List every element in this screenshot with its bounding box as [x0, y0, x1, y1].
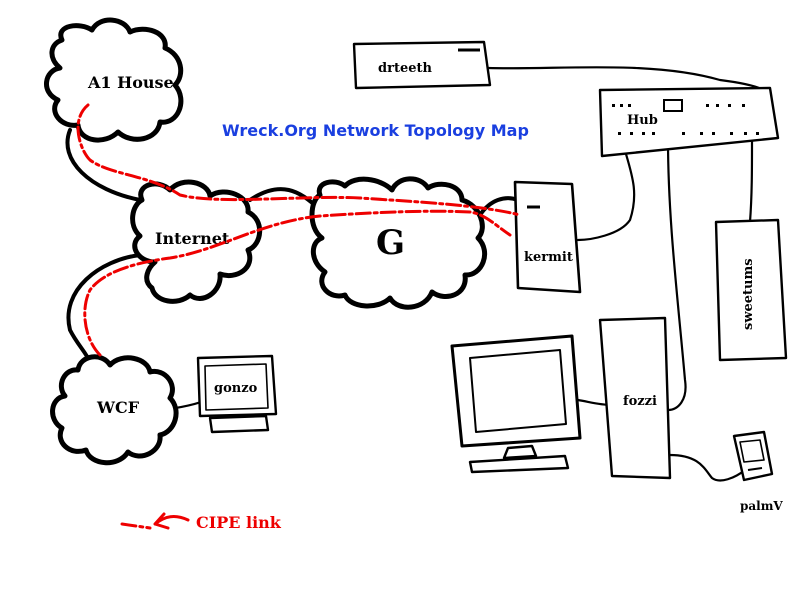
gonzo-label: gonzo	[214, 381, 258, 396]
hub-port-dots	[612, 104, 759, 135]
palmv-device	[732, 430, 774, 482]
drteeth-label: drteeth	[378, 61, 432, 76]
internet-label: Internet	[155, 229, 230, 248]
cloud-wcf	[50, 354, 179, 466]
hub-port-indicator	[663, 99, 683, 112]
wcf-label: WCF	[96, 398, 140, 417]
drteeth-device	[352, 40, 492, 90]
link-hub-kermit	[576, 138, 636, 242]
fozzi-label: fozzi	[623, 394, 657, 409]
legend-cipe-sample	[120, 522, 152, 530]
link-fozzi-palmv	[668, 453, 747, 482]
monitor-device	[450, 334, 582, 474]
cipe-link-wcf-kermit	[83, 209, 512, 357]
cloud-internet	[130, 179, 263, 304]
legend-cipe-label: CIPE link	[196, 513, 282, 532]
legend: CIPE link	[120, 512, 282, 532]
sweetums-device	[714, 218, 788, 362]
link-a1-internet	[65, 128, 142, 202]
palmv-label: palmV	[740, 499, 783, 513]
gonzo-device	[196, 354, 278, 434]
legend-arrow	[153, 512, 190, 530]
link-gateway-kermit	[478, 196, 520, 217]
link-hub-fozzi	[666, 138, 687, 412]
sweetums-label: sweetums	[741, 258, 756, 330]
kermit-label: kermit	[524, 250, 573, 265]
gateway-label: G	[376, 223, 405, 263]
cipe-link-a1-kermit	[76, 103, 522, 217]
cloud-a1-house	[44, 17, 184, 143]
a1-house-label: A1 House	[87, 73, 174, 92]
hub-label: Hub	[627, 113, 658, 128]
hub-device	[598, 86, 780, 158]
diagram-title: Wreck.Org Network Topology Map	[222, 121, 529, 140]
link-internet-wcf	[66, 253, 142, 372]
kermit-device	[513, 180, 582, 294]
fozzi-device	[598, 316, 672, 480]
link-hub-sweetums	[748, 138, 754, 224]
